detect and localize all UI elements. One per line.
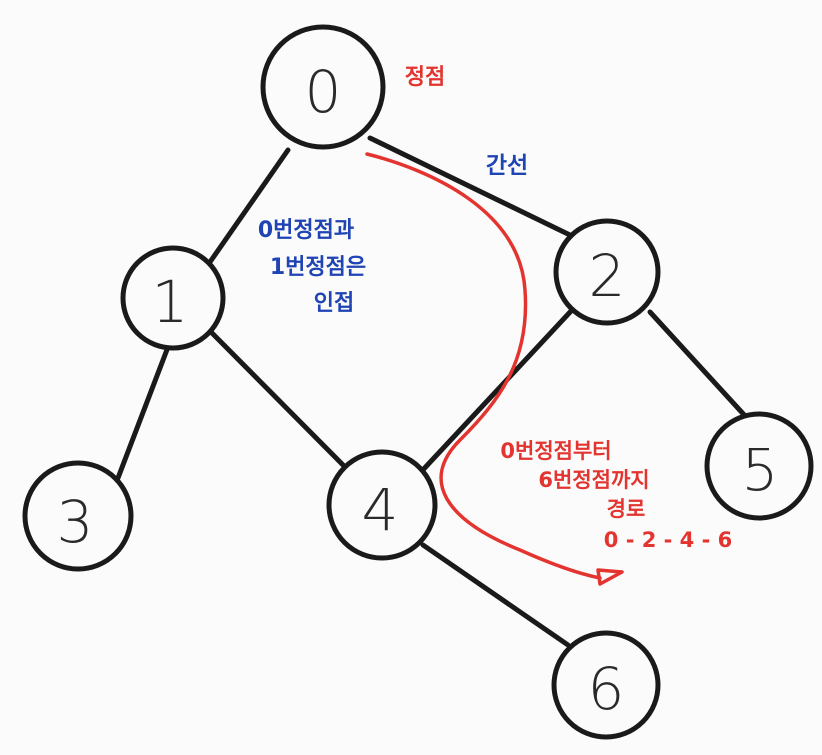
node-4-circle bbox=[326, 449, 438, 561]
node-6: 6 bbox=[551, 630, 661, 740]
edge-0-1 bbox=[207, 147, 291, 265]
node-0-label: 0 bbox=[305, 58, 342, 126]
path-arrow bbox=[365, 152, 624, 586]
vertex-annotation: 정점 bbox=[405, 65, 445, 90]
node-6-circle bbox=[551, 630, 661, 740]
node-1-circle bbox=[120, 245, 226, 351]
node-4: 4 bbox=[326, 449, 438, 561]
edge-annotation: 간선 bbox=[486, 153, 528, 179]
node-6-label: 6 bbox=[588, 655, 625, 723]
node-0: 0 bbox=[260, 24, 386, 150]
path-arrowhead bbox=[596, 568, 624, 586]
node-5: 5 bbox=[704, 411, 814, 521]
path-note-line4: 0 - 2 - 4 - 6 bbox=[604, 528, 732, 552]
adjacency-note-line1: 0번정점과 bbox=[258, 218, 354, 243]
node-5-label: 5 bbox=[742, 436, 779, 504]
adjacency-note-line2: 1번정점은 bbox=[270, 255, 366, 280]
node-2-circle bbox=[553, 218, 661, 326]
node-2-label: 2 bbox=[589, 242, 626, 310]
node-4-label: 4 bbox=[362, 476, 399, 544]
node-3: 3 bbox=[22, 460, 134, 572]
edge-4-6 bbox=[420, 542, 571, 648]
edge-1-3 bbox=[115, 344, 171, 481]
edges bbox=[115, 135, 750, 648]
node-2: 2 bbox=[553, 218, 661, 326]
adjacency-note-line3: 인접 bbox=[314, 291, 354, 316]
node-1: 1 bbox=[120, 245, 226, 351]
path-curve bbox=[365, 152, 602, 580]
edge-0-2 bbox=[367, 135, 575, 239]
node-3-label: 3 bbox=[57, 488, 94, 556]
node-3-circle bbox=[22, 460, 134, 572]
node-5-circle bbox=[704, 411, 814, 521]
path-note-line3: 경로 bbox=[607, 497, 646, 521]
path-note-line1: 0번정점부터 bbox=[500, 439, 611, 463]
node-0-circle bbox=[260, 24, 386, 150]
path-note: 0번정점부터 6번정점까지 경로 0 - 2 - 4 - 6 bbox=[500, 439, 732, 552]
edge-1-4 bbox=[209, 330, 348, 470]
node-1-label: 1 bbox=[152, 268, 189, 336]
path-note-line2: 6번정점까지 bbox=[538, 468, 649, 492]
edge-2-4 bbox=[417, 307, 575, 476]
adjacency-note: 0번정점과 1번정점은 인접 bbox=[258, 218, 366, 316]
edge-2-5 bbox=[647, 309, 750, 421]
